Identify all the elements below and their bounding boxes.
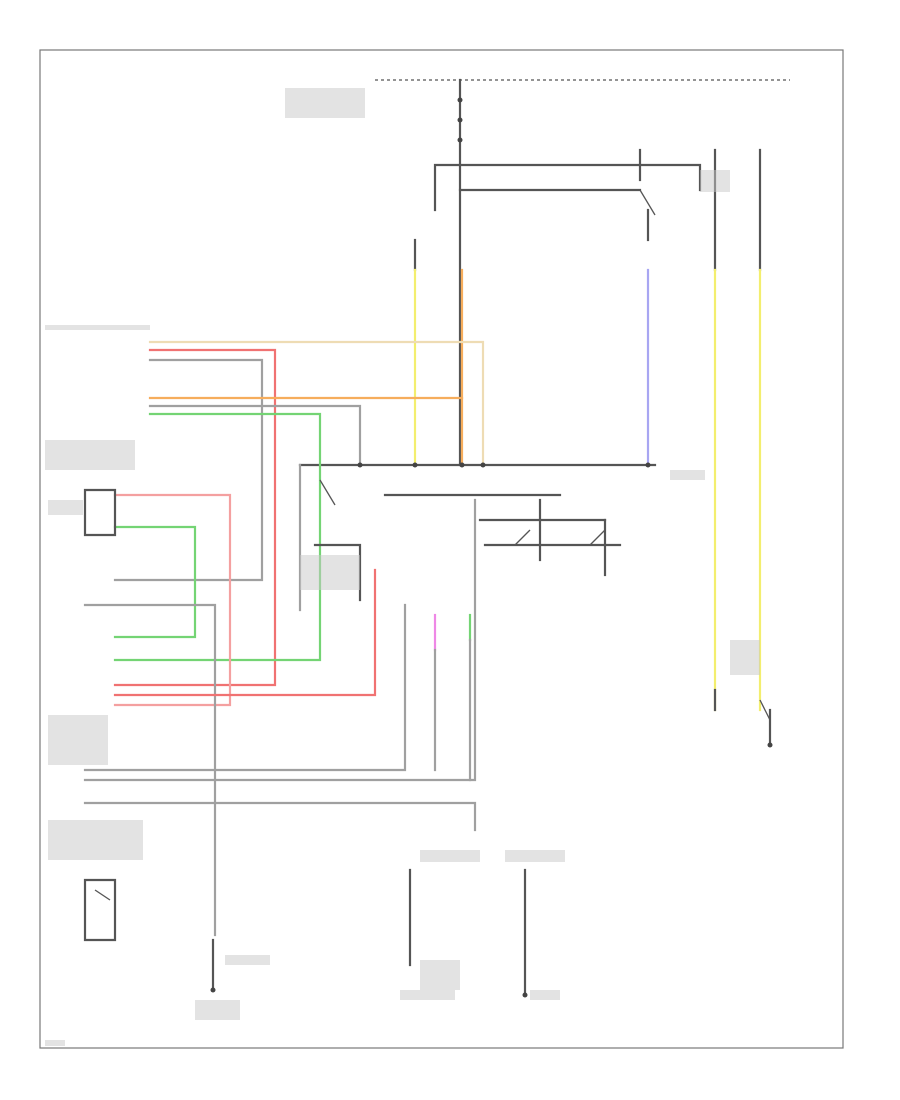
switch-icon: [94, 889, 111, 901]
wire-gray: [83, 498, 477, 782]
splice-point: [767, 742, 773, 748]
illegible-label: [670, 470, 705, 480]
switch-icon: [759, 699, 771, 721]
splice-point: [522, 992, 528, 998]
illegible-label: [45, 325, 150, 330]
splice-point: [412, 462, 418, 468]
illegible-label: [285, 88, 365, 118]
splice-point: [645, 462, 651, 468]
wire-pink_red: [113, 493, 232, 707]
diagram-frame: [39, 49, 844, 1049]
illegible-label: [45, 440, 135, 470]
wire-gray: [148, 404, 362, 467]
illegible-label: [48, 820, 143, 860]
wire-red: [113, 348, 277, 687]
illegible-label: [48, 500, 83, 515]
wire-red: [113, 568, 377, 697]
switch-icon: [589, 529, 606, 546]
switch-icon: [514, 529, 531, 546]
splice-point: [457, 137, 463, 143]
illegible-label: [420, 960, 460, 990]
wire-green: [113, 412, 322, 662]
splice-point: [457, 97, 463, 103]
splice-point: [480, 462, 486, 468]
wire-beige: [148, 340, 485, 467]
illegible-label: [700, 170, 730, 192]
wire-gray: [83, 603, 217, 937]
wire-black: [83, 488, 117, 537]
switch-icon: [639, 189, 656, 216]
wire-green: [113, 525, 197, 639]
wire-gray: [83, 603, 407, 772]
wire-gray: [113, 358, 264, 582]
splice-point: [357, 462, 363, 468]
illegible-label: [300, 555, 360, 590]
illegible-label: [420, 850, 480, 862]
illegible-label: [45, 1040, 65, 1046]
illegible-label: [730, 640, 760, 675]
illegible-label: [195, 1000, 240, 1020]
splice-point: [457, 117, 463, 123]
switch-icon: [319, 479, 336, 506]
splice-point: [459, 462, 465, 468]
splice-point: [210, 987, 216, 993]
wire-gray: [83, 801, 477, 832]
illegible-label: [530, 990, 560, 1000]
wire-black: [83, 878, 117, 942]
illegible-label: [505, 850, 565, 862]
illegible-label: [48, 715, 108, 765]
wire-black: [433, 163, 702, 212]
illegible-label: [225, 955, 270, 965]
illegible-label: [400, 990, 455, 1000]
